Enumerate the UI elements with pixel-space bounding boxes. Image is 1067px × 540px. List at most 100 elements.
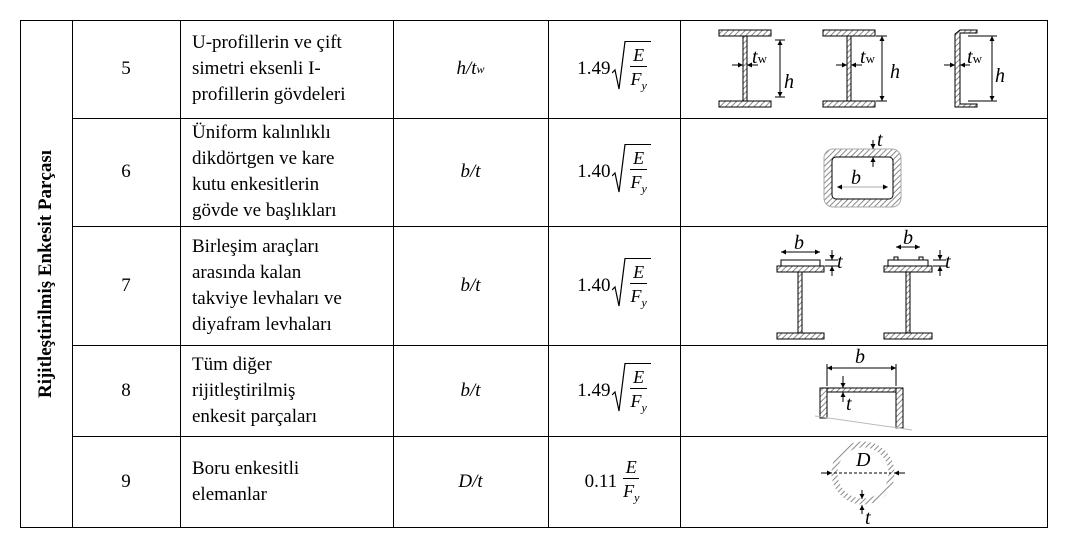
description-line: Birleşim araçları: [192, 235, 320, 257]
row-divider: [72, 226, 1048, 227]
denominator: Fy: [630, 387, 647, 419]
description-line: kutu enkesitlerin: [192, 174, 320, 195]
ratio-text: b/t: [460, 161, 481, 182]
row-number-text: 6: [121, 161, 131, 182]
description-line: Boru enkesitli: [192, 458, 300, 479]
denominator: Fy: [630, 282, 647, 314]
t-label: t: [865, 507, 871, 529]
b-label: b: [903, 227, 913, 249]
radical-sign-icon: [612, 41, 627, 90]
coefficient: 1.40: [577, 161, 611, 182]
row-divider: [72, 436, 1048, 437]
numerator: E: [633, 148, 645, 169]
row-number: 6: [72, 118, 180, 226]
t-label: t: [837, 251, 843, 273]
tw-label: tw: [860, 46, 876, 68]
coefficient: 1.49: [577, 58, 611, 79]
h-label: h: [995, 65, 1005, 87]
denominator: Fy: [623, 477, 640, 509]
table-border-top: [20, 20, 1048, 21]
width-thickness-ratio: D/t: [393, 436, 548, 528]
cover-plate-bolted-figure: [883, 244, 946, 340]
row-divider: [72, 345, 1048, 346]
stiffened-element-figure: [814, 364, 913, 431]
width-thickness-ratio: b/t: [393, 226, 548, 345]
col-divider: [72, 20, 73, 528]
tw-label: tw: [752, 46, 768, 68]
rolled-i-section-figure: [718, 29, 785, 108]
cover-plate-welded-figure: [776, 249, 838, 340]
description-line: profillerin gövdeleri: [192, 84, 346, 105]
d-label: D: [855, 449, 871, 471]
numerator: E: [633, 261, 645, 282]
pipe-section-figure: [821, 441, 905, 514]
col-divider: [20, 20, 21, 528]
row-divider: [72, 118, 1048, 119]
coefficient: 0.11: [584, 471, 618, 492]
description-line: rijitleştirilmiş: [192, 379, 296, 401]
radical-sign-icon: [612, 257, 627, 306]
description-line: enkesit parçaları: [192, 405, 318, 427]
description-line: arasında kalan: [192, 261, 302, 283]
numerator: E: [625, 456, 637, 477]
channel-section-figure: [944, 29, 997, 108]
h-label: h: [784, 71, 794, 93]
col-divider: [1047, 20, 1048, 528]
ratio-subscript: w: [476, 61, 485, 76]
description-line: dikdörtgen ve kare: [192, 148, 335, 169]
ratio-text: b/t: [460, 274, 481, 296]
ratio-text: b/t: [460, 379, 481, 401]
col-divider: [548, 20, 549, 528]
ratio-text: h/t: [456, 58, 477, 79]
description-line: simetri eksenli I-: [192, 58, 321, 79]
denominator: Fy: [630, 169, 647, 200]
coefficient: 1.49: [577, 379, 611, 401]
col-divider: [680, 20, 681, 528]
row-description: Üniform kalınlıklı dikdörtgen ve kare kutu…: [192, 118, 392, 226]
t-label: t: [846, 393, 852, 415]
radical-sign-icon: [612, 144, 627, 193]
description-line: diyafram levhaları: [192, 313, 332, 335]
row-number-text: 8: [121, 379, 131, 401]
numerator: E: [633, 366, 645, 387]
row-description: U-profillerin ve çift simetri eksenli I-p…: [192, 20, 392, 118]
h-label: h: [890, 61, 900, 83]
denominator: Fy: [630, 66, 647, 97]
description-line: Tüm diğer: [192, 353, 272, 375]
description-line: takviye levhaları ve: [192, 287, 342, 309]
description-line: Üniform kalınlıklı: [192, 122, 331, 143]
row-number-text: 9: [121, 471, 131, 492]
row-number-text: 7: [121, 274, 131, 296]
t-label: t: [877, 129, 883, 151]
radical-sign-icon: [612, 362, 627, 411]
coefficient: 1.40: [577, 274, 611, 296]
description-line: U-profillerin ve çift: [192, 32, 342, 53]
t-label: t: [945, 251, 951, 273]
welded-i-section-figure: [822, 29, 887, 108]
b-label: b: [851, 167, 861, 189]
row-number: 5: [72, 20, 180, 118]
box-section-figure: [823, 140, 902, 208]
row-number-text: 5: [121, 58, 131, 79]
row-number: 8: [72, 345, 180, 436]
row-description: Tüm diğer rijitleştirilmiş enkesit parçala…: [192, 345, 392, 436]
row-description: Birleşim araçları arasında kalan takviye l…: [192, 226, 392, 345]
width-thickness-ratio: b/t: [393, 118, 548, 226]
